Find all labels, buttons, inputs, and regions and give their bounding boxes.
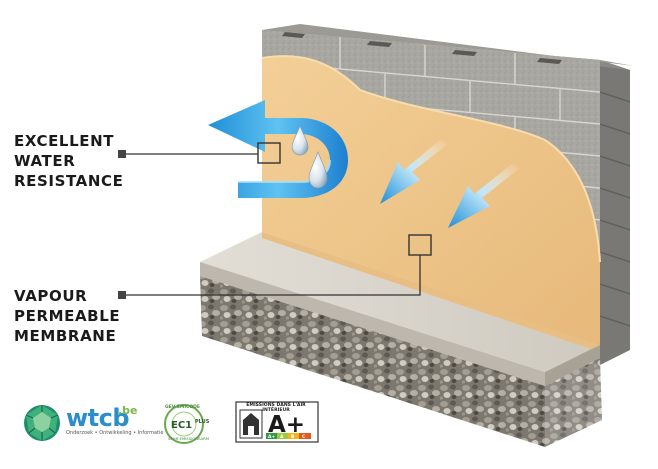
wtcb-logo-tagline: Onderzoek • Ontwikkeling • Informatie xyxy=(66,430,164,436)
emissions-header: ÉMISSIONS DANS L'AIR INTÉRIEUR xyxy=(246,403,306,413)
label-line: MEMBRANE xyxy=(14,327,117,345)
emission-scale-a-plus: A+ xyxy=(268,434,275,440)
gravel-bed-side xyxy=(545,358,602,447)
label-vapour-permeable-membrane: VAPOUR PERMEABLE MEMBRANE xyxy=(14,286,120,346)
vapour-arrow-icon xyxy=(380,140,448,204)
membrane-edge-highlight xyxy=(261,55,601,263)
wtcb-logo-icon xyxy=(24,405,60,441)
membrane-coating xyxy=(262,56,600,346)
callout-line-vapour xyxy=(125,255,421,296)
ec1-ring-top: GEV EMICODE xyxy=(165,405,200,410)
callout-bullet-water xyxy=(118,150,126,158)
floor-slab-top xyxy=(200,232,600,372)
label-excellent-water-resistance: EXCELLENT WATER RESISTANCE xyxy=(14,131,123,191)
vapour-arrow-icon xyxy=(448,164,520,228)
membrane-slab-return xyxy=(262,232,600,352)
water-drop-icon xyxy=(291,125,309,156)
ec1-logo-icon xyxy=(164,404,204,444)
label-line: WATER xyxy=(14,152,76,170)
emissions-grade: A+ xyxy=(268,412,306,438)
emissions-label-icon: A+ A B C xyxy=(235,401,319,443)
emission-scale-a: A xyxy=(280,434,284,440)
block-side-joints xyxy=(599,91,631,327)
emission-scale-c: C xyxy=(302,434,306,440)
block-wall-top-cap xyxy=(262,24,634,66)
wtcb-logo-tld: .be xyxy=(118,404,138,417)
callout-marker-water xyxy=(257,142,281,164)
label-line: RESISTANCE xyxy=(14,172,124,190)
label-line: PERMEABLE xyxy=(14,307,121,325)
ec1-ring-bottom: SEHR EMISSIONSARM xyxy=(168,436,210,441)
block-wall-side xyxy=(600,60,630,365)
floor-slab-side xyxy=(545,345,600,386)
ec1-superscript: PLUS xyxy=(195,419,210,425)
emission-scale-b: B xyxy=(291,434,295,440)
wtcb-logo-name: wtcb xyxy=(66,404,130,432)
floor-slab-edge xyxy=(200,262,545,386)
label-line: EXCELLENT xyxy=(14,132,115,150)
water-drop-icon xyxy=(308,151,328,189)
block-top-cells xyxy=(282,32,562,64)
callout-bullet-vapour xyxy=(118,291,126,299)
gravel-bed-front xyxy=(200,276,545,447)
ec1-mark: EC1 xyxy=(171,420,193,431)
label-line: VAPOUR xyxy=(14,287,88,305)
